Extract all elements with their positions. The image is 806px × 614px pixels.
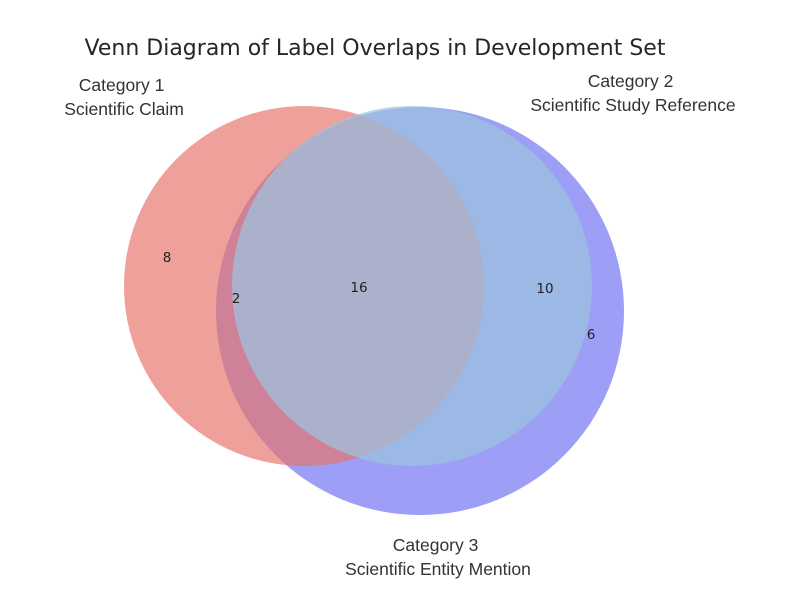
region-count-category-3-only: 6	[587, 327, 596, 343]
category-2-label: Category 2 Scientific Study Reference	[530, 71, 735, 115]
region-count-category-1-only: 8	[163, 250, 172, 266]
region-count-category-1-and-3: 2	[232, 291, 241, 307]
region-count-category-2-and-3: 10	[536, 281, 553, 297]
category-1-label: Category 1 Scientific Claim	[64, 75, 184, 119]
diagram-title: Venn Diagram of Label Overlaps in Develo…	[85, 36, 666, 61]
category-3-label: Category 3 Scientific Entity Mention	[345, 535, 531, 579]
region-count-all-categories: 16	[350, 280, 367, 296]
category-2-circle	[232, 106, 592, 466]
